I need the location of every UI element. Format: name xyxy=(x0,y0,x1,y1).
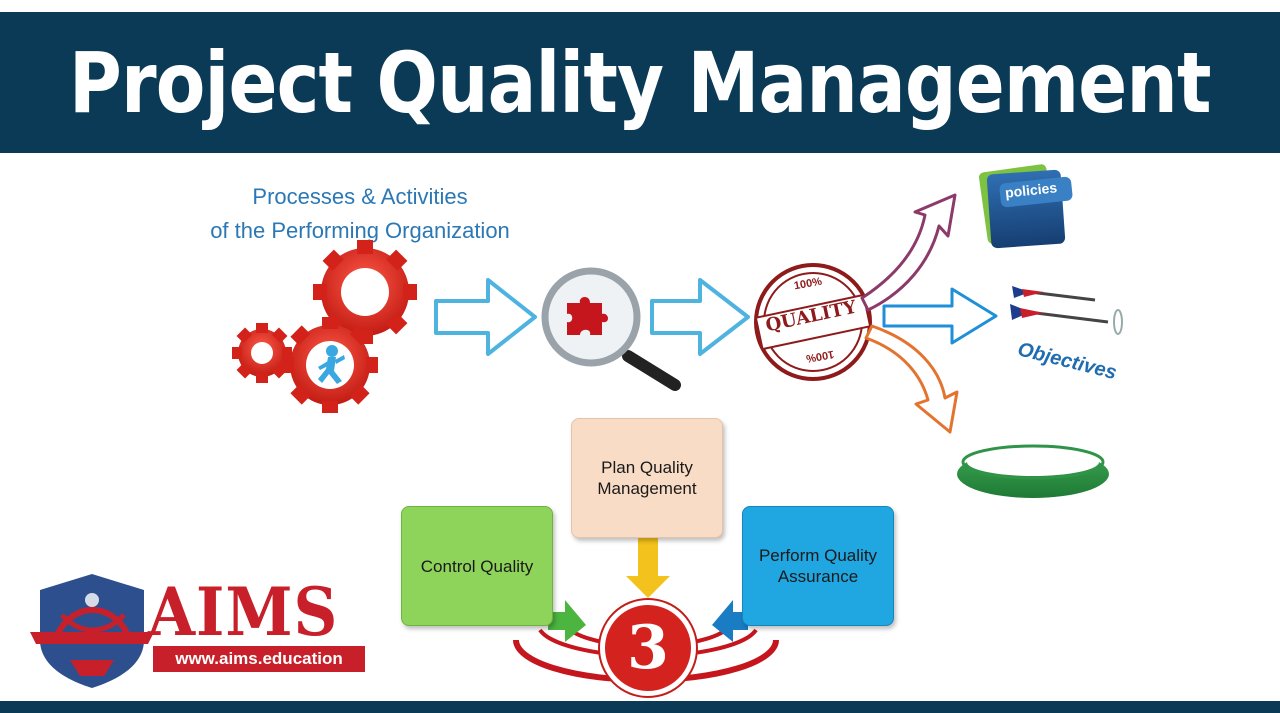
flow-arrow-1 xyxy=(434,278,537,356)
arrow-to-responsibility xyxy=(864,324,959,434)
processes-caption-line2: of the Performing Organization xyxy=(210,218,510,243)
arrow-to-objectives xyxy=(882,287,998,345)
policies-folder-icon xyxy=(978,164,1073,249)
bottom-bar xyxy=(0,701,1280,713)
page-title: Project Quality Management xyxy=(69,33,1212,132)
aims-emblem-icon xyxy=(30,574,154,688)
darts-target-icon xyxy=(1010,286,1123,335)
gears-icon xyxy=(232,240,417,413)
control-quality-box: Control Quality xyxy=(401,506,553,626)
plan-quality-box: Plan Quality Management xyxy=(571,418,723,538)
brand-url[interactable]: www.aims.education xyxy=(153,646,365,672)
arrow-assure-in xyxy=(712,600,748,642)
title-banner: Project Quality Management xyxy=(0,12,1280,153)
center-number-badge: 3 xyxy=(600,600,696,696)
arrow-to-policies xyxy=(860,193,957,312)
arrow-control-in xyxy=(548,600,586,642)
brand-name: AIMS xyxy=(148,573,339,651)
arrow-plan-down xyxy=(626,538,670,598)
top-strip xyxy=(0,0,1280,12)
processes-caption-line1: Processes & Activities xyxy=(252,184,468,209)
magnifier-puzzle-icon xyxy=(541,267,681,391)
perform-assurance-box: Perform Quality Assurance xyxy=(742,506,894,626)
wristband-icon xyxy=(957,444,1109,498)
processes-caption: Processes & Activities of the Performing… xyxy=(170,180,550,248)
flow-arrow-2 xyxy=(650,278,750,356)
